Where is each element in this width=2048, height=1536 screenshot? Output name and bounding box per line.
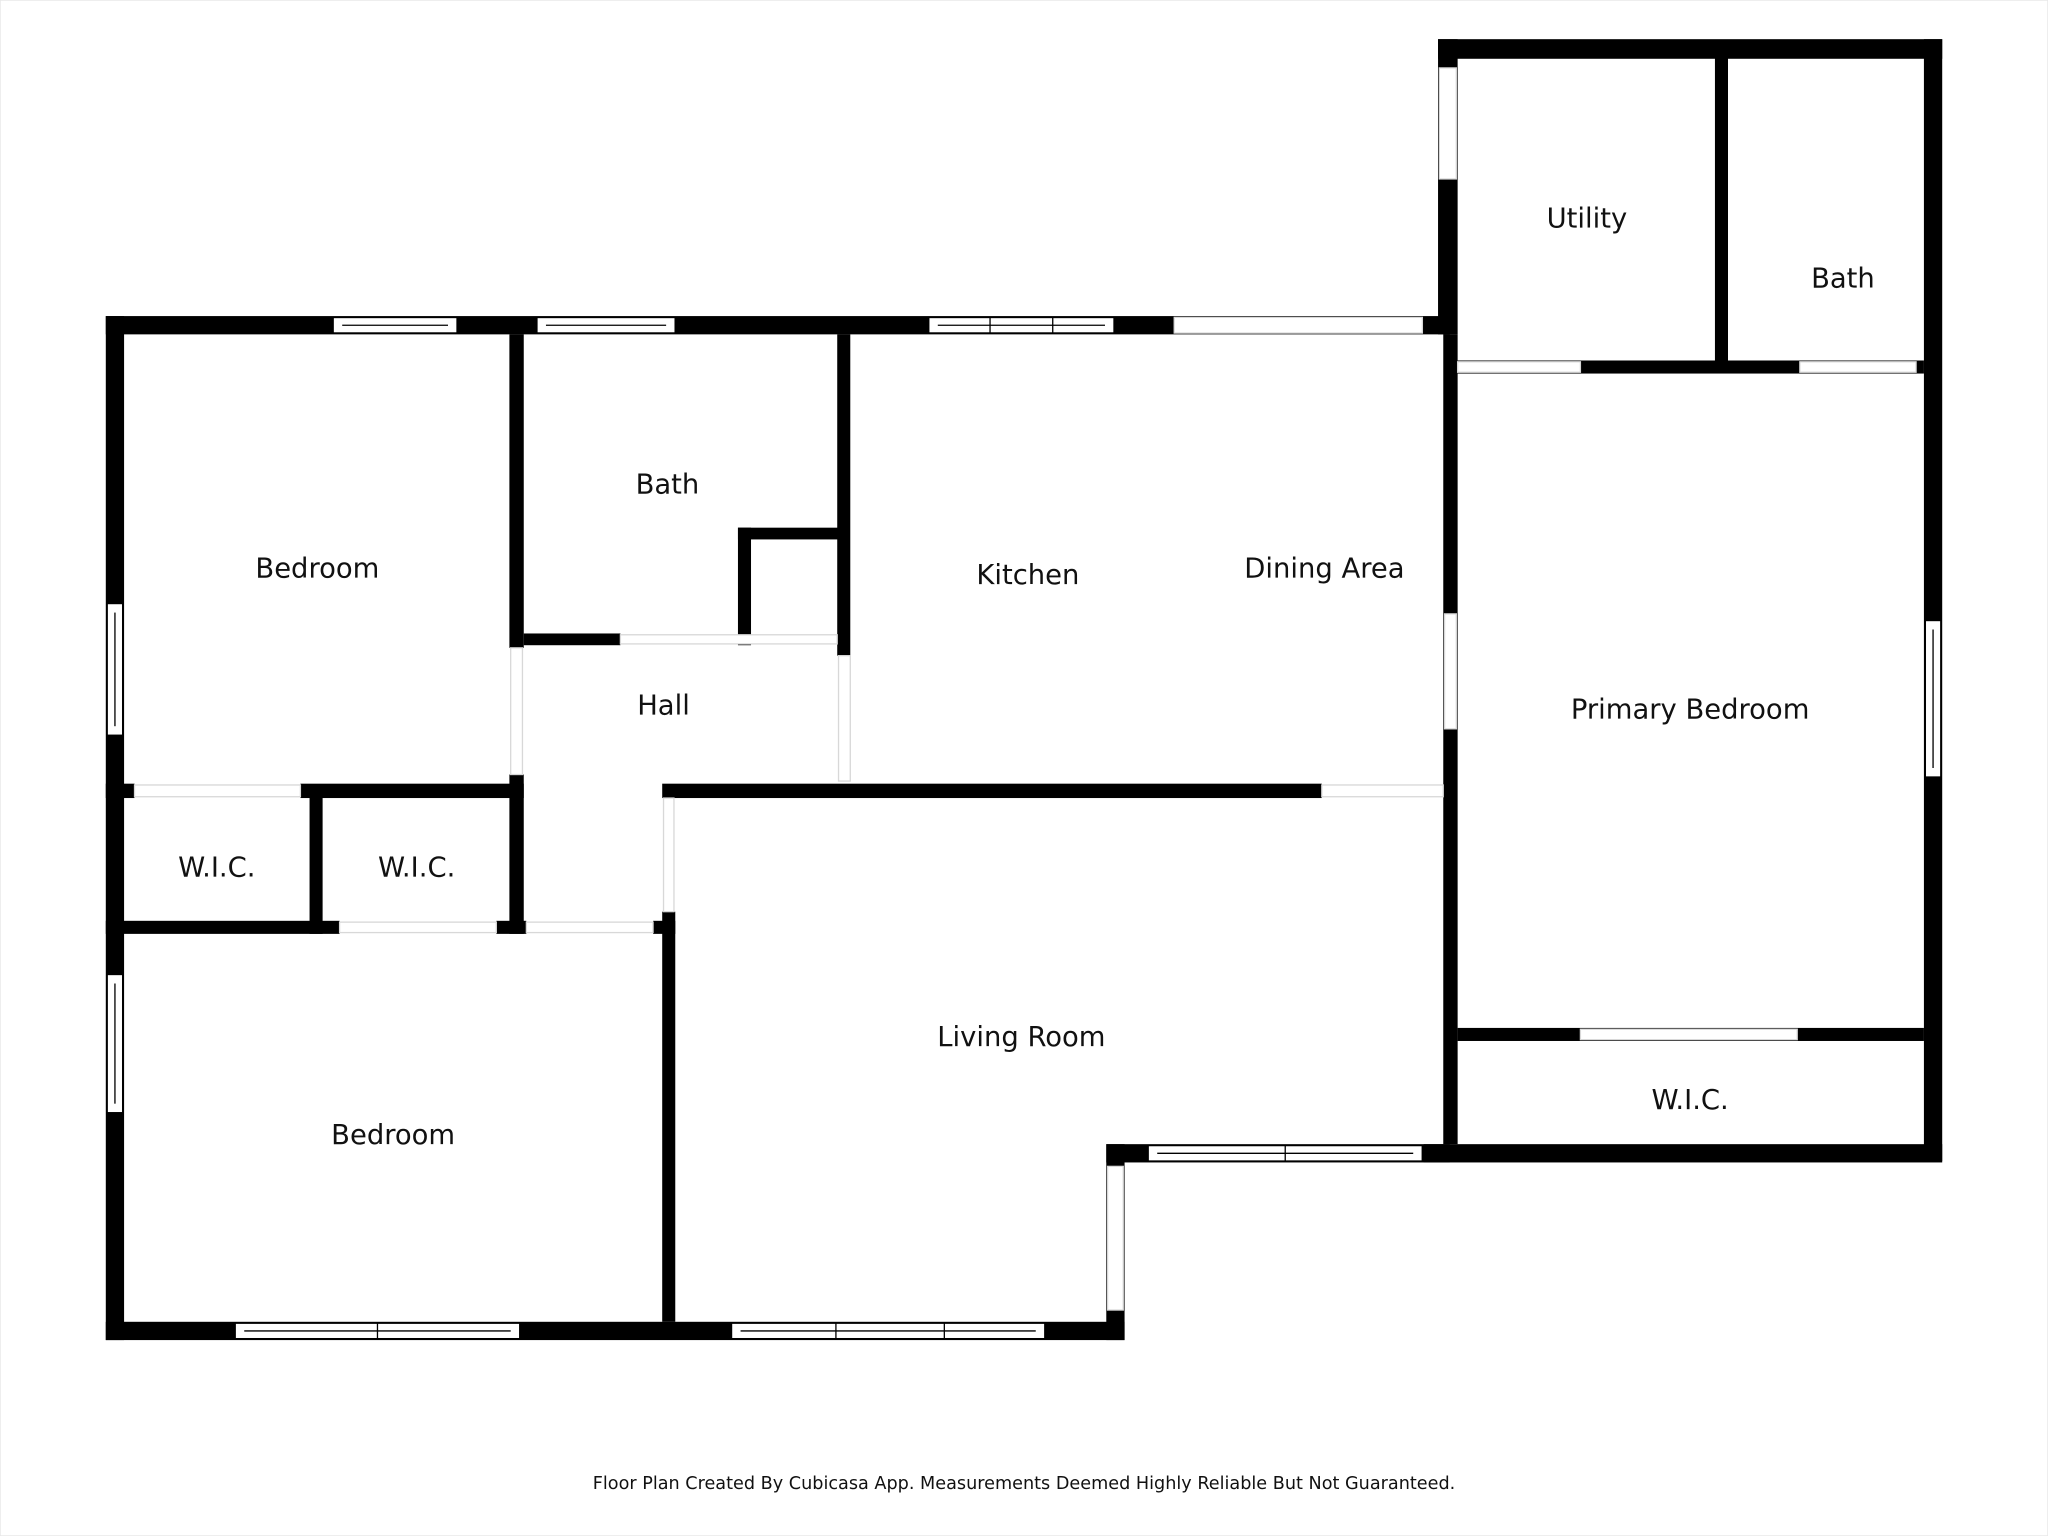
room-label-wic-1: W.I.C. <box>178 852 255 883</box>
openings <box>133 67 1917 1311</box>
footer-disclaimer: Floor Plan Created By Cubicasa App. Meas… <box>593 1474 1456 1494</box>
room-label-primary-bedroom: Primary Bedroom <box>1571 694 1810 725</box>
room-label-hall: Hall <box>637 690 690 721</box>
windows <box>106 316 1942 1340</box>
room-label-wic-2: W.I.C. <box>378 852 455 883</box>
room-label-bath: Bath <box>636 470 700 501</box>
room-labels: Bedroom Bath Hall Kitchen Dining Area Ut… <box>178 203 1875 1151</box>
room-label-wic-3: W.I.C. <box>1651 1085 1728 1116</box>
room-label-bedroom-2: Bedroom <box>331 1120 455 1151</box>
room-label-living-room: Living Room <box>937 1022 1105 1053</box>
room-label-kitchen: Kitchen <box>976 560 1079 591</box>
room-label-dining-area: Dining Area <box>1244 553 1404 584</box>
room-label-bedroom: Bedroom <box>255 553 379 584</box>
room-label-utility: Utility <box>1547 203 1628 234</box>
room-label-bath-2: Bath <box>1811 263 1875 294</box>
